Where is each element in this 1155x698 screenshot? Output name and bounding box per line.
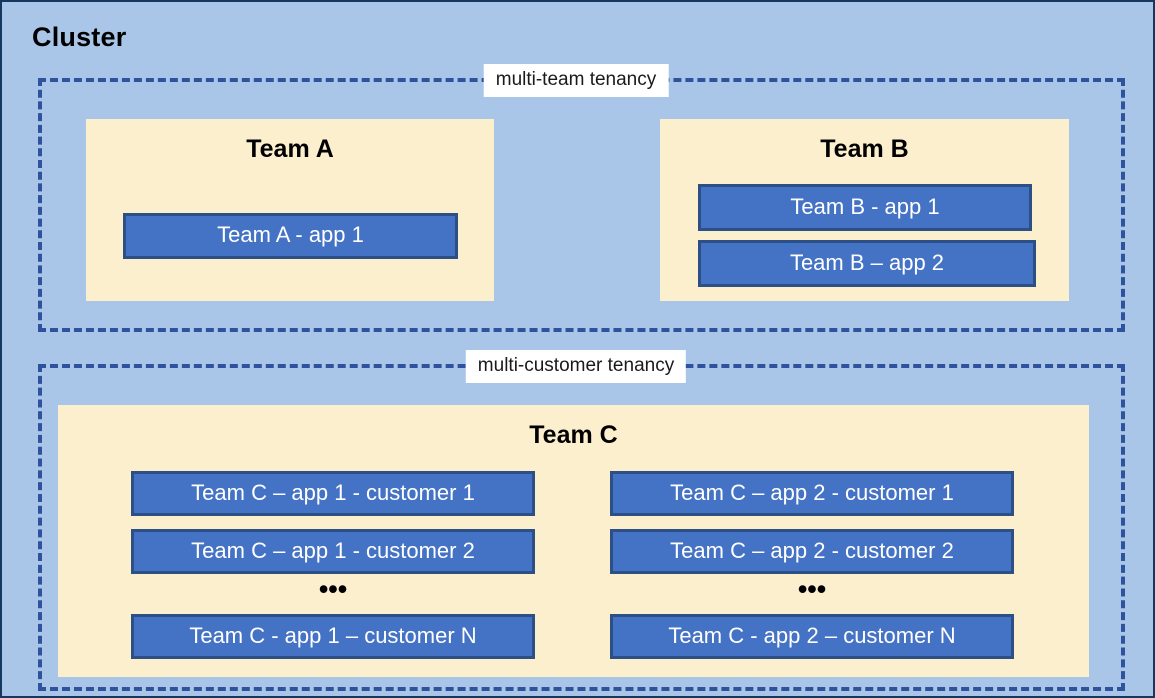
team-panel-team-b: Team B Team B - app 1 Team B – app 2	[660, 119, 1069, 301]
app-box-label: Team A - app 1	[217, 222, 364, 247]
app-box-team-c-app-1-customer-n[interactable]: Team C - app 1 – customer N	[131, 614, 535, 659]
continuation-ellipsis-app-2: •••	[797, 574, 827, 604]
team-panel-team-c: Team C Team C – app 1 - customer 1 Team …	[58, 405, 1089, 677]
team-heading-team-b: Team B	[820, 135, 909, 163]
app-box-team-b-app-1[interactable]: Team B - app 1	[698, 184, 1032, 231]
app-box-label: Team C – app 2 - customer 1	[670, 479, 954, 505]
app-box-label: Team C – app 1 - customer 2	[191, 537, 475, 563]
team-heading-team-c: Team C	[529, 421, 618, 449]
tenancy-group-label-multi-customer: multi-customer tenancy	[465, 350, 687, 384]
app-box-team-c-app-2-customer-1[interactable]: Team C – app 2 - customer 1	[610, 471, 1014, 516]
app-box-team-c-app-2-customer-2[interactable]: Team C – app 2 - customer 2	[610, 529, 1014, 574]
app-box-label: Team C - app 1 – customer N	[189, 622, 477, 648]
app-box-team-a-app-1[interactable]: Team A - app 1	[123, 213, 458, 259]
app-box-team-b-app-2[interactable]: Team B – app 2	[698, 240, 1036, 287]
app-box-label: Team C – app 1 - customer 1	[191, 479, 475, 505]
team-panel-team-a: Team A Team A - app 1	[86, 119, 494, 301]
tenancy-group-label-multi-team: multi-team tenancy	[483, 64, 669, 98]
app-box-team-c-app-1-customer-2[interactable]: Team C – app 1 - customer 2	[131, 529, 535, 574]
app-box-label: Team B - app 1	[790, 193, 940, 219]
app-box-label: Team C – app 2 - customer 2	[670, 537, 954, 563]
continuation-ellipsis-app-1: •••	[318, 574, 348, 604]
app-box-label: Team C - app 2 – customer N	[668, 622, 956, 648]
app-box-team-c-app-1-customer-1[interactable]: Team C – app 1 - customer 1	[131, 471, 535, 516]
team-heading-team-a: Team A	[246, 135, 334, 163]
page-title: Cluster	[32, 22, 127, 52]
app-box-label: Team B – app 2	[789, 249, 945, 275]
app-box-team-c-app-2-customer-n[interactable]: Team C - app 2 – customer N	[610, 614, 1014, 659]
